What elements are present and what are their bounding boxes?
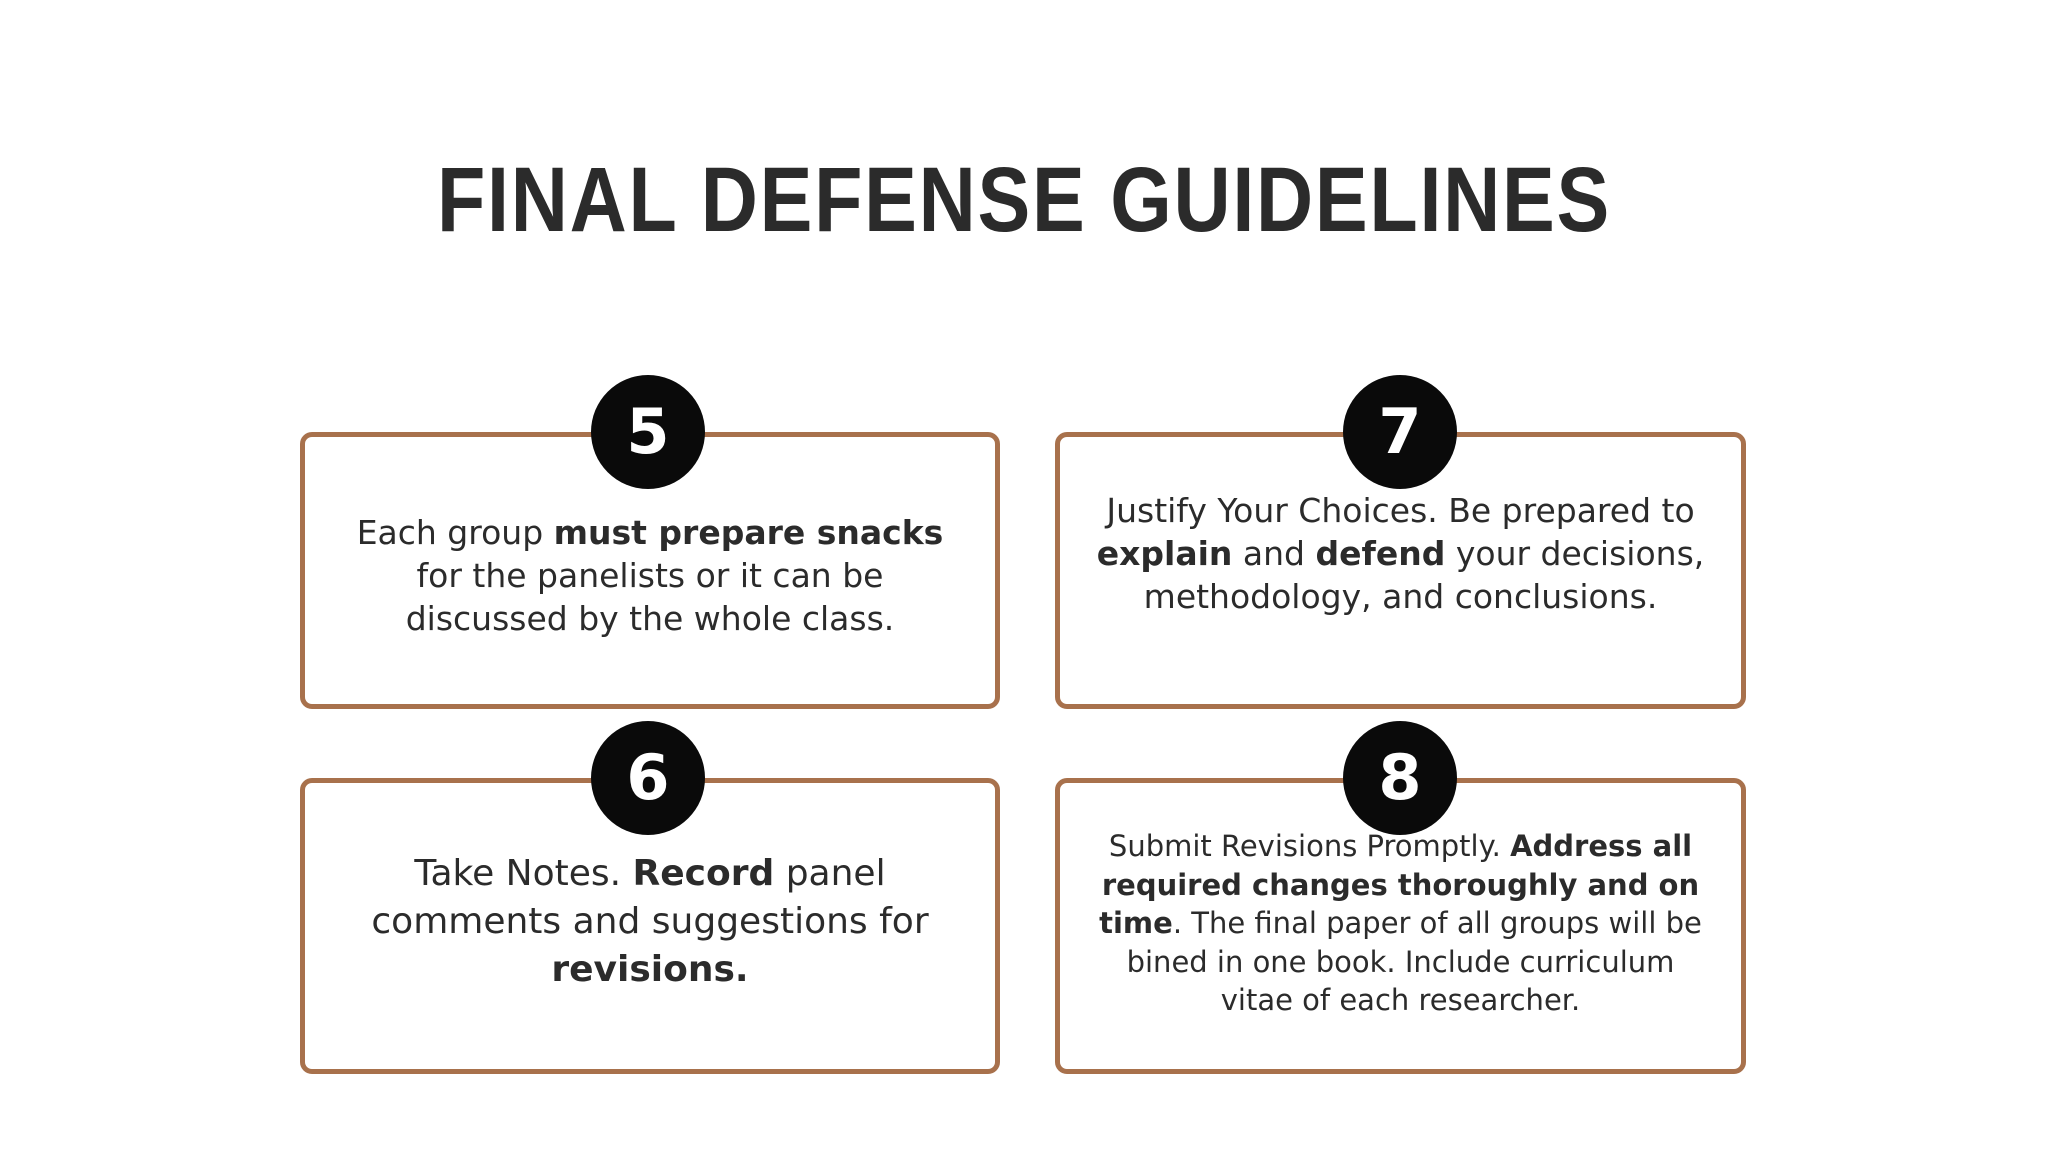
guideline-badge-7-number: 7 bbox=[1378, 395, 1422, 468]
guideline-badge-6: 6 bbox=[591, 721, 705, 835]
guideline-card-7-text: Justify Your Choices. Be prepared to exp… bbox=[1096, 491, 1705, 616]
guideline-card-5-text: Each group must prepare snacks for the p… bbox=[356, 513, 944, 638]
guideline-badge-6-number: 6 bbox=[626, 741, 670, 814]
guideline-badge-8-number: 8 bbox=[1378, 741, 1422, 814]
guideline-card-8-text: Submit Revisions Promptly. Address all r… bbox=[1099, 829, 1702, 1018]
page-title: FINAL DEFENSE GUIDELINES bbox=[436, 148, 1611, 251]
guideline-badge-5-number: 5 bbox=[626, 395, 670, 468]
guideline-badge-5: 5 bbox=[591, 375, 705, 489]
guideline-badge-7: 7 bbox=[1343, 375, 1457, 489]
guideline-card-6-text: Take Notes. Record panel comments and su… bbox=[371, 853, 929, 990]
guideline-badge-8: 8 bbox=[1343, 721, 1457, 835]
